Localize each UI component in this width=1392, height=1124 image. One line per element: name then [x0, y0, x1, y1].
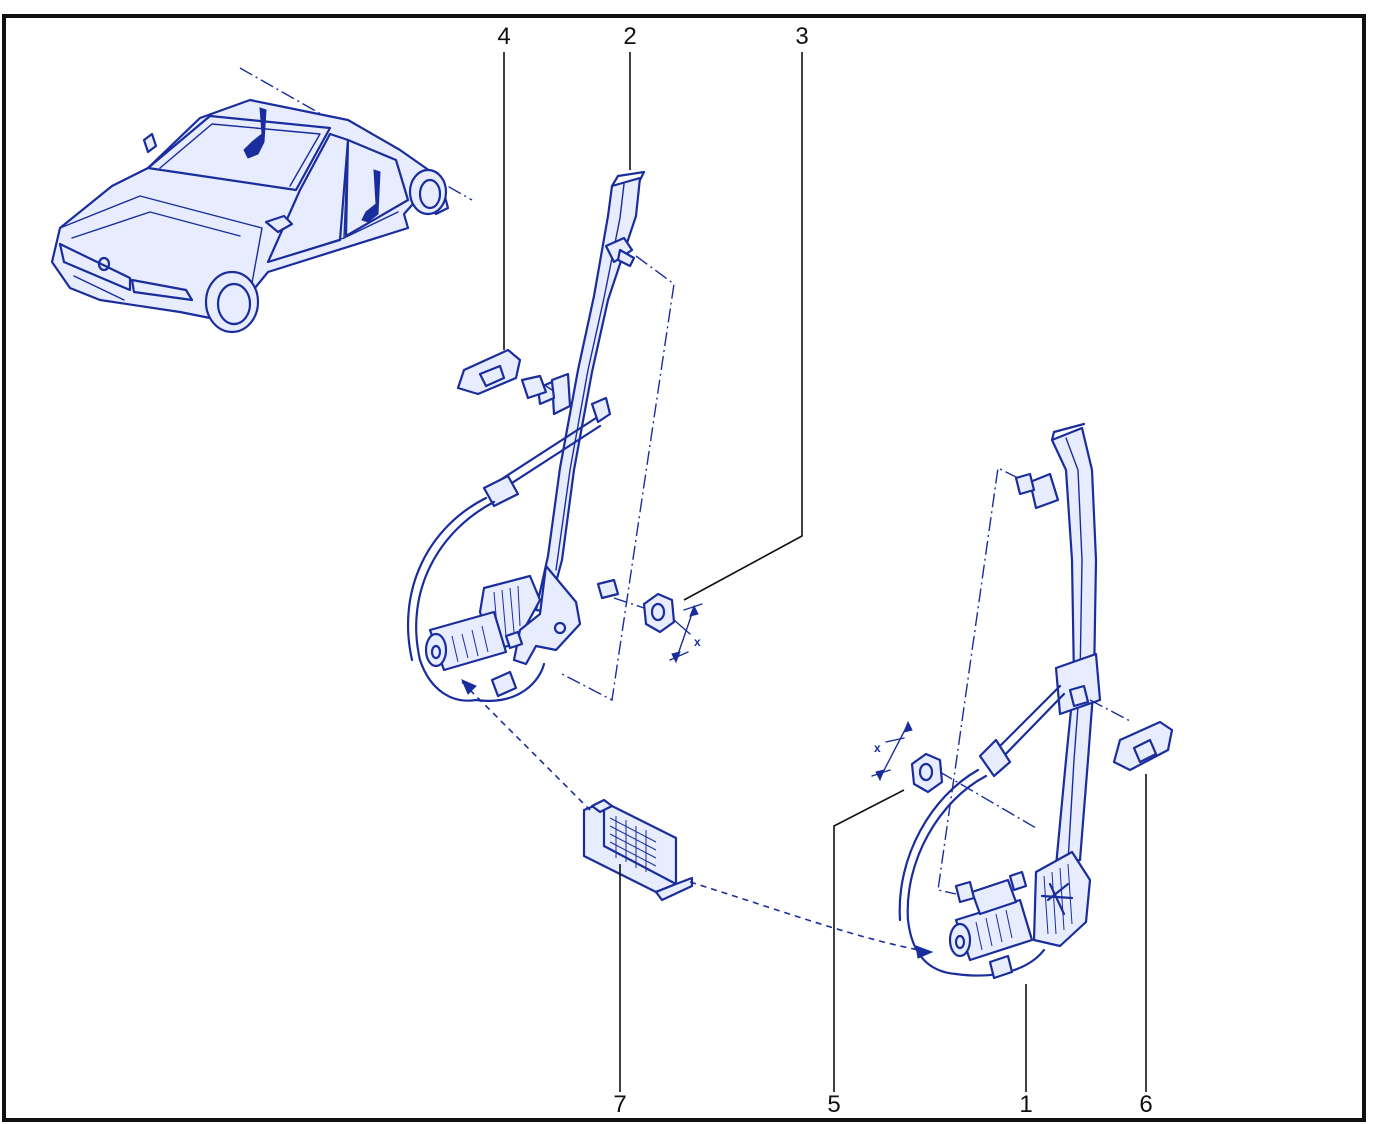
car-regulator-highlight-rear — [361, 169, 381, 223]
callout-1: 1 — [1019, 984, 1033, 1118]
dimension-label-left-nut: x — [694, 635, 701, 649]
wiring-connector — [582, 798, 694, 902]
diagram-frame — [2, 14, 1366, 1122]
callout-6-label: 6 — [1139, 1091, 1152, 1118]
window-regulator-right — [898, 422, 1133, 980]
callout-1-label: 1 — [1019, 1091, 1032, 1118]
car-regulator-highlight-front — [243, 107, 267, 159]
callout-4: 4 — [497, 23, 511, 350]
electrical-connection-lines — [461, 679, 934, 959]
callout-3: 3 — [683, 23, 809, 601]
callout-7-label: 7 — [613, 1091, 626, 1118]
dimension-label-right-nut: x — [874, 741, 881, 755]
callout-2-label: 2 — [623, 23, 636, 50]
callout-6: 6 — [1139, 774, 1153, 1118]
callout-7: 7 — [613, 864, 627, 1118]
callout-2: 2 — [623, 23, 637, 170]
nut-right: x — [871, 720, 944, 794]
callout-4-label: 4 — [497, 23, 510, 50]
callout-5: 5 — [827, 789, 905, 1118]
callout-5-label: 5 — [827, 1091, 840, 1118]
nut-left: x — [642, 592, 703, 664]
car-location-thumbnail — [50, 67, 473, 334]
clip-right — [1112, 720, 1174, 772]
clip-left — [456, 348, 553, 400]
window-regulator-left — [407, 170, 675, 702]
callout-3-label: 3 — [795, 23, 808, 50]
